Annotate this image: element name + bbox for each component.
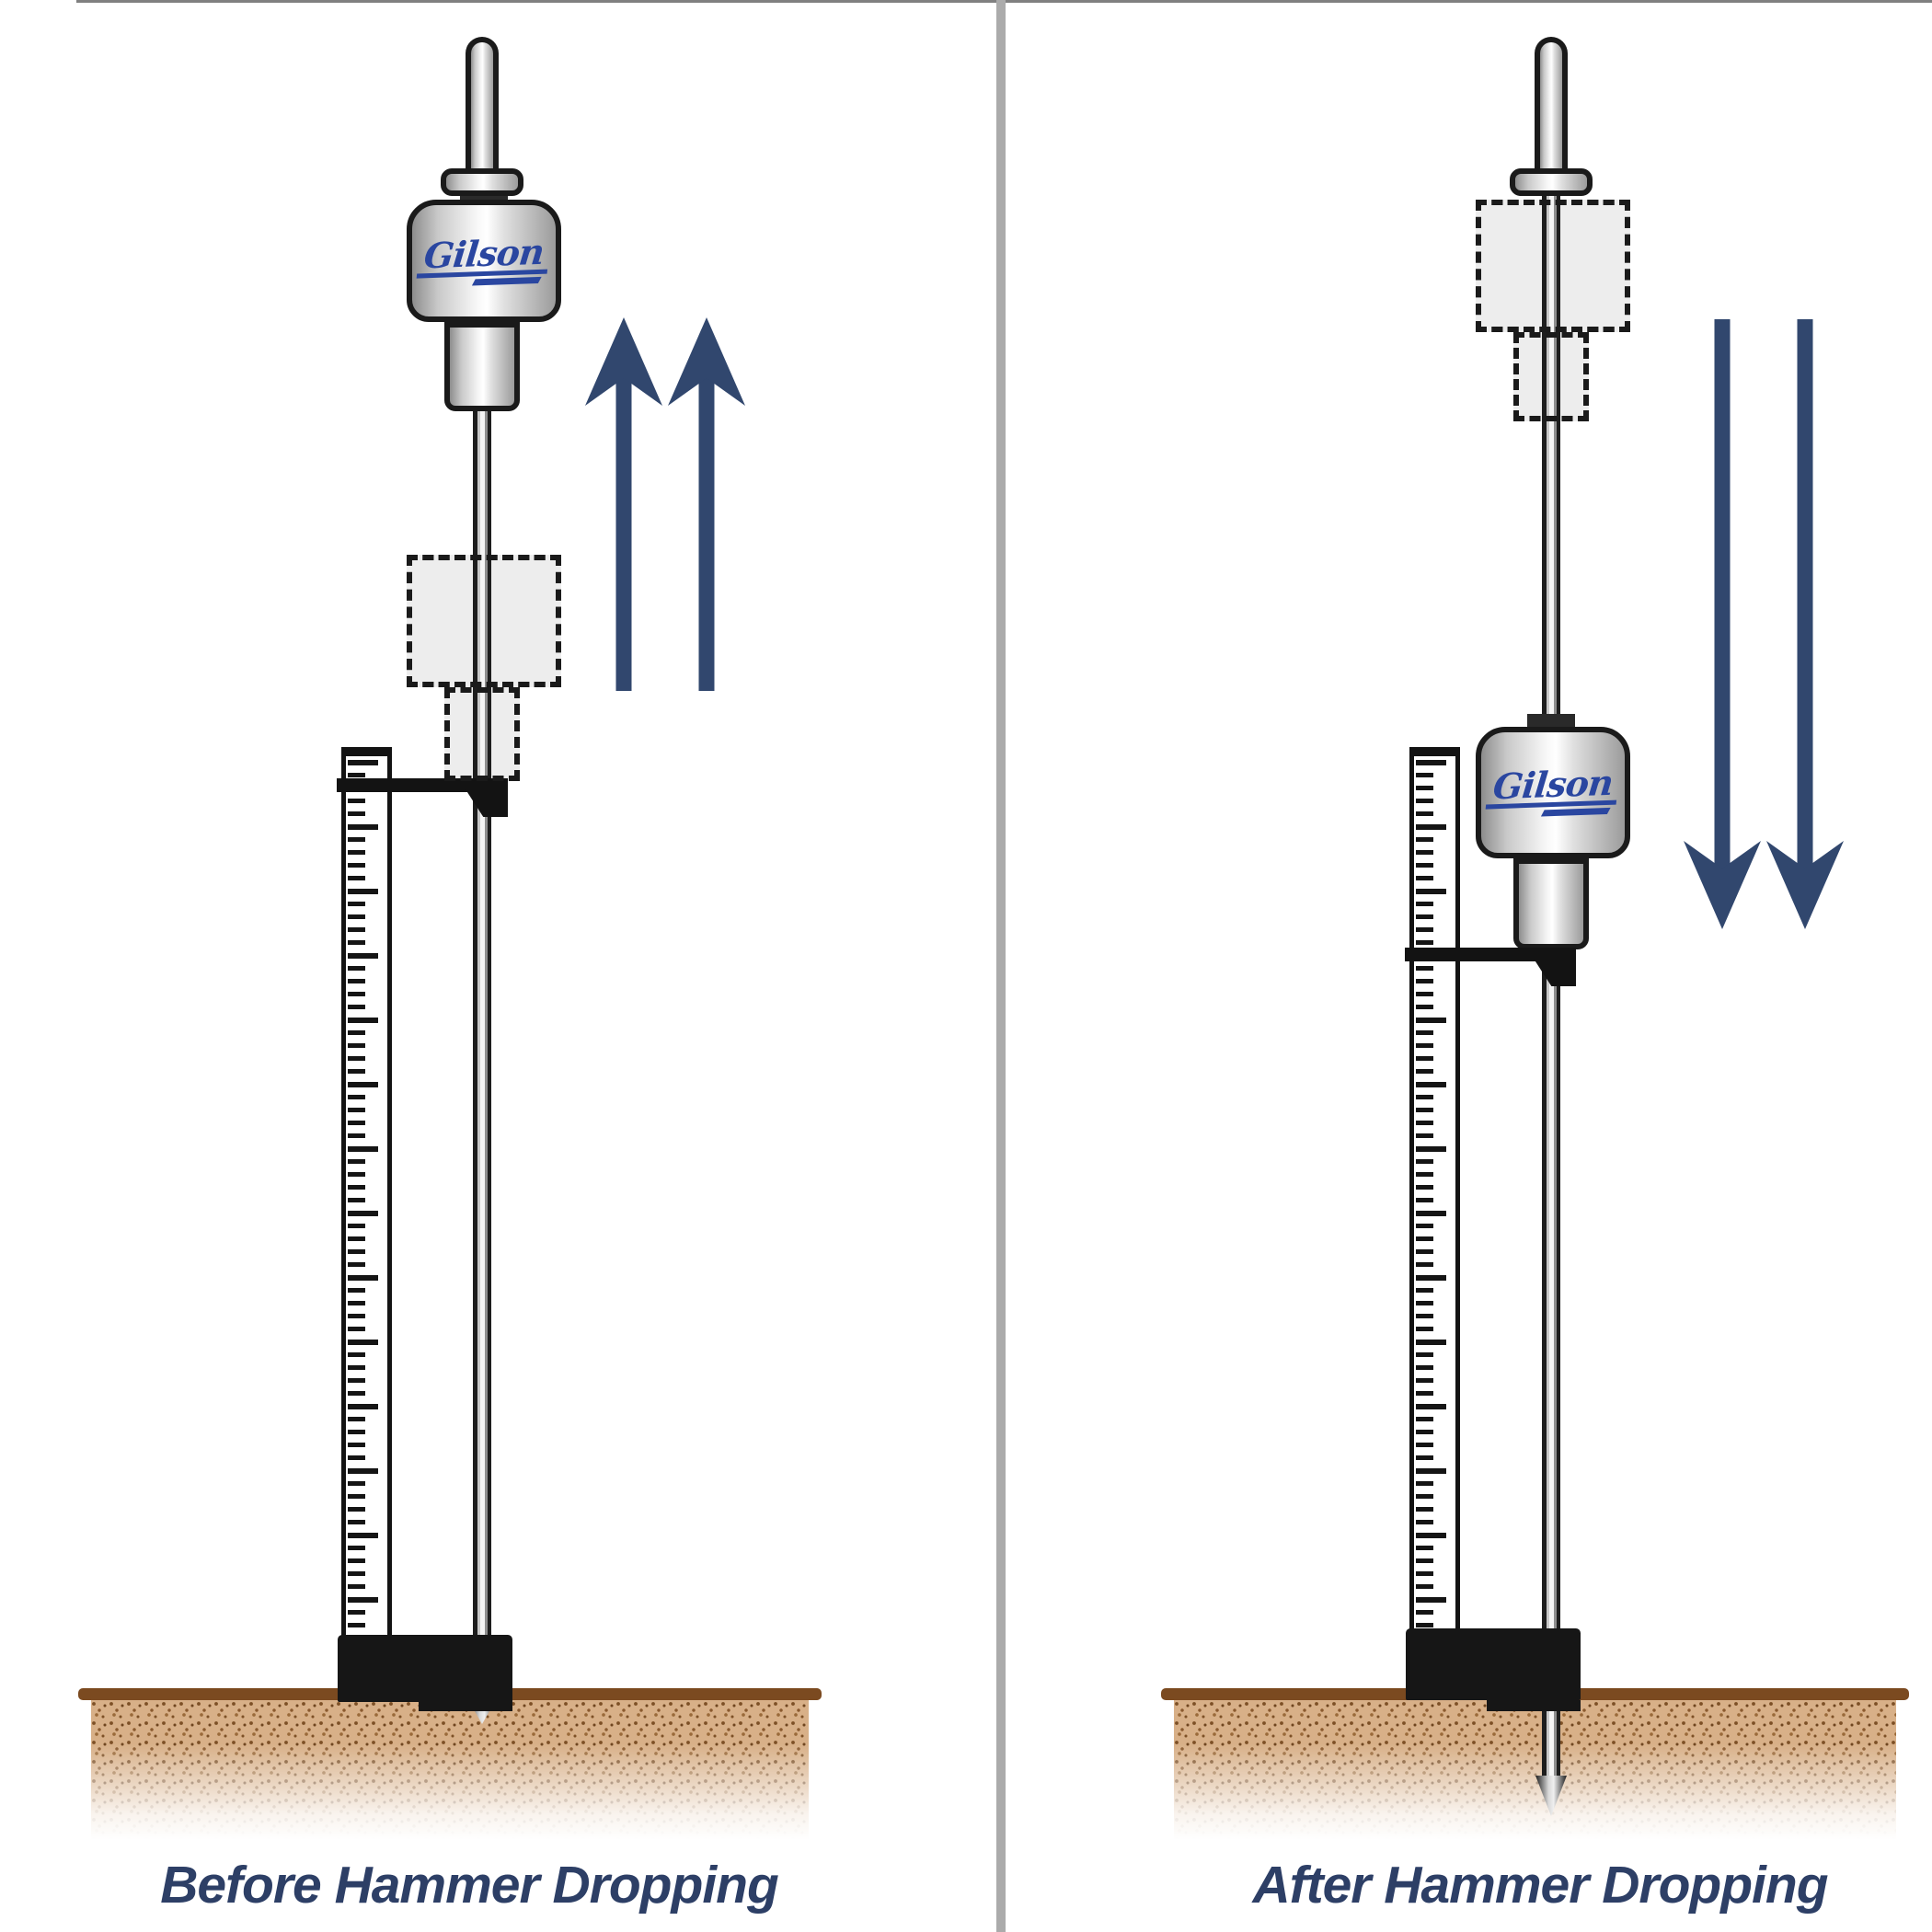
down-arrow-icon xyxy=(1684,319,1844,929)
ruler-ticks xyxy=(1416,760,1452,1639)
ground-soil xyxy=(1174,1700,1896,1846)
ruler-ticks xyxy=(348,760,384,1639)
handle-rod xyxy=(1535,37,1568,175)
anvil xyxy=(1513,858,1589,949)
base-plate-step xyxy=(1487,1700,1581,1711)
drive-rod xyxy=(473,313,491,1704)
caption-after: After Hammer Dropping xyxy=(1252,1856,1828,1915)
panel-divider xyxy=(996,0,1006,1932)
collar xyxy=(1510,168,1593,196)
bracket-arm xyxy=(1405,948,1576,961)
base-plate xyxy=(338,1635,512,1702)
bracket-arm xyxy=(337,778,508,792)
hammer-body xyxy=(407,200,561,322)
drive-rod xyxy=(1542,193,1560,1783)
hammer-body xyxy=(1476,727,1630,858)
clamp-wedge xyxy=(466,789,508,817)
ghost-anvil-outline xyxy=(444,687,520,781)
clamp-wedge xyxy=(1534,959,1576,986)
brand-logo-text: Gilson xyxy=(416,231,551,279)
brand-logo-underline xyxy=(471,276,542,286)
brand-logo-text: Gilson xyxy=(1485,762,1620,810)
ground-soil xyxy=(91,1700,809,1846)
handle-rod xyxy=(466,37,499,175)
hammer-logo: Gilson xyxy=(1483,757,1623,826)
anvil xyxy=(444,322,520,411)
base-plate xyxy=(1406,1628,1581,1700)
up-arrow-icon xyxy=(585,317,745,691)
ghost-anvil-outline xyxy=(1513,332,1589,421)
brand-logo-underline xyxy=(1540,807,1611,817)
ruler-icon xyxy=(341,747,392,1647)
hammer-logo: Gilson xyxy=(414,226,554,295)
base-plate-step xyxy=(419,1700,512,1711)
ghost-hammer-outline xyxy=(407,555,561,687)
ruler-icon xyxy=(1409,747,1460,1647)
caption-before: Before Hammer Dropping xyxy=(160,1856,779,1915)
ghost-hammer-outline xyxy=(1476,200,1630,332)
collar xyxy=(441,168,523,196)
